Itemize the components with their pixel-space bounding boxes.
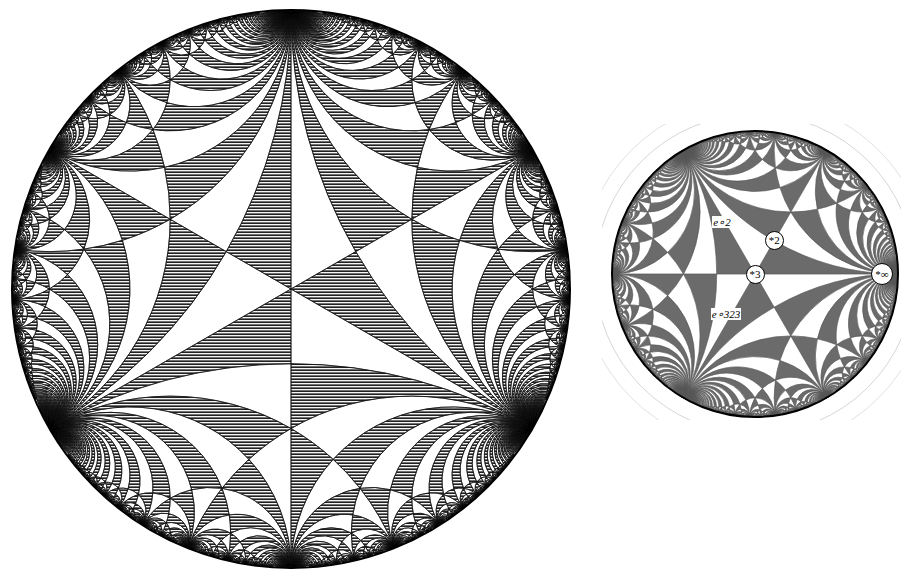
outer-ring: [602, 124, 901, 420]
point-label: *2: [769, 235, 780, 246]
point-label: *3: [750, 269, 761, 280]
boundary-circle: [12, 10, 570, 568]
modular-tessellation-left: [12, 10, 570, 568]
modular-tessellation-right: [602, 124, 901, 420]
shaded-triangles: [12, 10, 570, 568]
boundary-circle: [612, 131, 898, 417]
orbifold-point-circle: *3: [746, 265, 765, 284]
orbifold-point-circle: *2: [765, 231, 784, 250]
cusp-point-circle: *∞: [871, 263, 893, 285]
triangle-edges: [12, 10, 570, 568]
triangle-edges: [612, 131, 898, 417]
shaded-triangles: [612, 131, 898, 417]
edge-label: e∘2: [712, 216, 731, 228]
point-label: *∞: [875, 269, 888, 280]
edge-label: e∘323: [711, 308, 741, 320]
outer-ring: [602, 124, 901, 420]
